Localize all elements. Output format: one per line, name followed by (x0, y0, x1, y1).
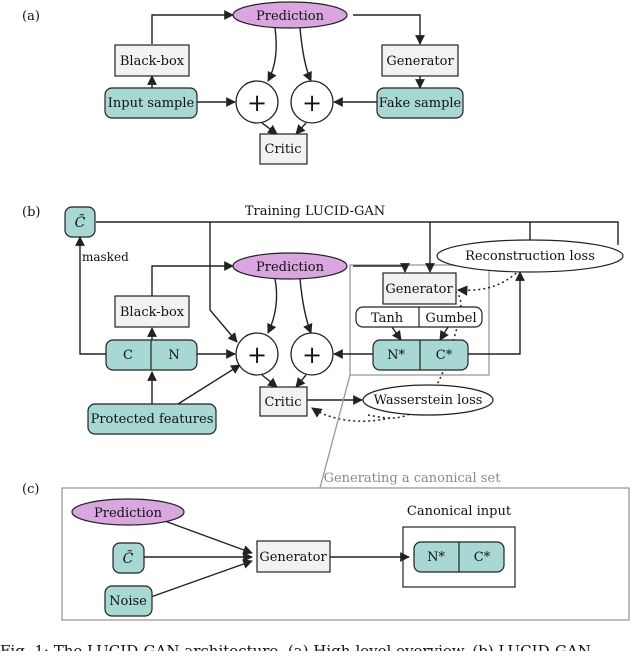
svg-text:C̃: C̃ (75, 213, 86, 231)
panel-b-dotted-edges (311, 269, 521, 422)
c-canonical-input-label: Canonical input (407, 504, 512, 519)
a-prediction-node: Prediction (232, 1, 348, 29)
b-gumbel-label: Gumbel (425, 311, 476, 326)
a-input-sample-node: Input sample (104, 87, 198, 119)
b-prediction-node: Prediction (232, 252, 348, 280)
c-noise-node: Noise (104, 585, 153, 617)
b-nstar-cstar-node: N* C* (372, 339, 469, 371)
svg-text:Prediction: Prediction (94, 506, 163, 521)
figure-caption: Fig. 1: The LUCID-GAN architecture. (a) … (0, 642, 591, 651)
a-plus-node-left: + (235, 80, 279, 124)
panel-c-edges (129, 519, 410, 599)
panel-a-nodes: Prediction Black-box Generator Input sam… (104, 1, 464, 165)
c-frame (61, 487, 630, 621)
b-cn-node: C N (105, 339, 198, 371)
c-c-tilde-node: C̃ (112, 542, 145, 574)
svg-text:Critic: Critic (265, 142, 302, 157)
svg-text:Protected features: Protected features (91, 412, 214, 427)
panel-c-nodes: Prediction C̃ Noise Generator Canonical … (71, 498, 516, 617)
svg-text:Black-box: Black-box (120, 54, 185, 69)
b-critic-node: Critic (259, 386, 308, 417)
panel-b-nodes: C̃ masked Training LUCID-GAN Reconstruct… (64, 204, 624, 435)
b-masked-label: masked (82, 250, 129, 264)
b-plus-node-left: + (235, 332, 279, 376)
b-tanh-gumbel-node: Tanh Gumbel (355, 306, 483, 328)
svg-text:Critic: Critic (265, 395, 302, 410)
svg-text:Generator: Generator (385, 282, 453, 297)
svg-text:+: + (247, 89, 267, 117)
svg-text:Prediction: Prediction (256, 260, 325, 275)
svg-text:Reconstruction loss: Reconstruction loss (465, 249, 595, 264)
c-nstar-label: N* (427, 550, 445, 565)
panel-b-label: (b) (22, 205, 40, 220)
a-generator-node: Generator (381, 44, 459, 77)
panel-b-edges (75, 221, 619, 405)
c-nstar-cstar-node: N* C* (413, 541, 505, 573)
panel-a-edges (147, 10, 425, 135)
b-tanh-label: Tanh (371, 311, 404, 326)
b-c-tilde-node: C̃ (64, 206, 96, 238)
svg-text:Noise: Noise (109, 594, 147, 609)
svg-text:Wasserstein loss: Wasserstein loss (374, 393, 483, 408)
c-cstar-label: C* (474, 550, 491, 565)
svg-text:Fake sample: Fake sample (379, 96, 462, 111)
svg-text:Generator: Generator (259, 550, 327, 565)
b-training-label: Training LUCID-GAN (245, 204, 385, 219)
b-canonical-set-label: Generating a canonical set (324, 471, 502, 486)
a-blackbox-node: Black-box (114, 44, 190, 77)
b-blackbox-node: Black-box (114, 295, 190, 328)
panel-a-label: (a) (22, 9, 40, 24)
b-generator-frame (349, 264, 490, 376)
svg-text:Input sample: Input sample (108, 96, 195, 111)
a-plus-node-right: + (290, 80, 334, 124)
svg-text:+: + (247, 341, 267, 369)
c-prediction-node: Prediction (71, 498, 185, 526)
b-to-c-connector (319, 374, 351, 489)
b-wasserstein-loss-node: Wasserstein loss (362, 384, 494, 416)
a-fake-sample-node: Fake sample (376, 87, 464, 119)
b-c-label: C (123, 348, 133, 363)
b-reconstruction-loss-node: Reconstruction loss (436, 239, 624, 273)
svg-text:Prediction: Prediction (256, 9, 325, 24)
svg-text:Black-box: Black-box (120, 305, 185, 320)
panel-c-label: (c) (22, 482, 39, 497)
b-cstar-label: C* (436, 348, 453, 363)
b-generator-node: Generator (382, 272, 457, 305)
a-critic-node: Critic (259, 133, 308, 165)
svg-text:C̃: C̃ (123, 549, 134, 567)
svg-text:+: + (302, 89, 322, 117)
c-generator-node: Generator (256, 540, 331, 573)
b-n-label: N (168, 348, 179, 363)
b-plus-node-right: + (290, 332, 334, 376)
svg-text:Generator: Generator (386, 54, 454, 69)
c-canonical-input-frame (402, 526, 516, 588)
b-protected-features-node: Protected features (87, 403, 217, 435)
svg-text:+: + (302, 341, 322, 369)
b-nstar-label: N* (387, 348, 405, 363)
